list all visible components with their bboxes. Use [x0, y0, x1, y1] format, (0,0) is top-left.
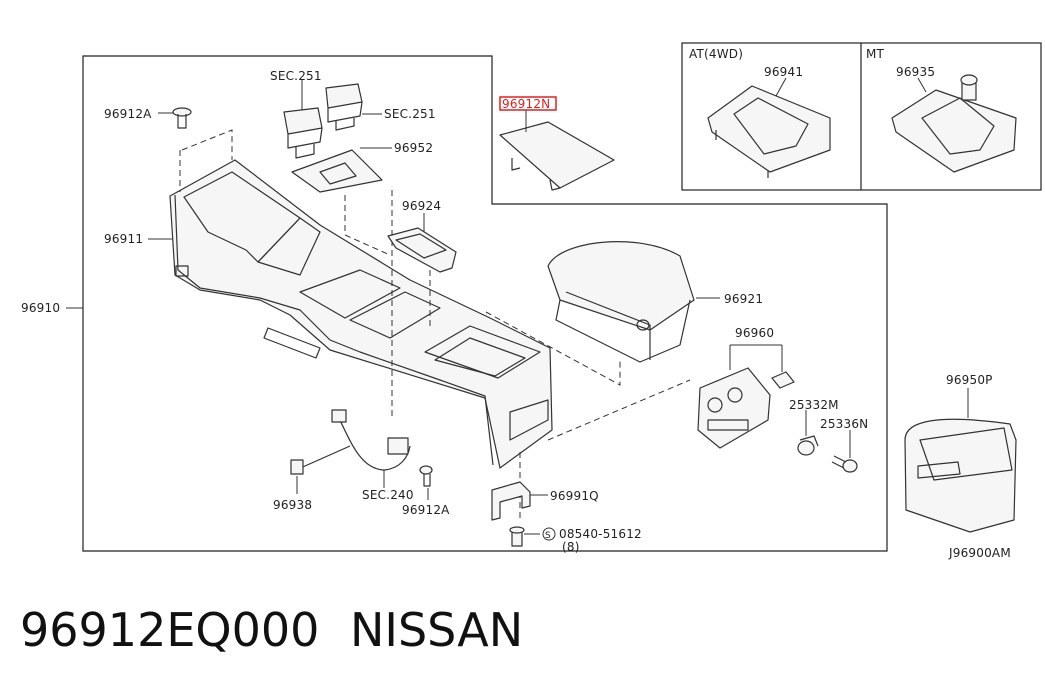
- label-96960: 96960: [735, 326, 774, 340]
- clip-96912A-top: [172, 107, 192, 129]
- lighter-25336N: [831, 455, 858, 473]
- console-body-96911: [169, 159, 553, 469]
- label-96941: 96941: [764, 65, 803, 79]
- tray-96924: [387, 227, 457, 273]
- socket-25332M: [797, 435, 819, 456]
- footer-part-number: 96912EQ000: [20, 603, 319, 657]
- footer-brand: NISSAN: [350, 603, 523, 657]
- label-96950P: 96950P: [946, 373, 993, 387]
- switch-right: [325, 83, 363, 131]
- screw-symbol-icon: [542, 527, 556, 541]
- label-sec240: SEC.240: [362, 488, 414, 502]
- label-25332M: 25332M: [789, 398, 839, 412]
- outlet-panel-96960: [697, 367, 795, 449]
- inset-title-mt: MT: [866, 47, 885, 61]
- switch-left: [283, 107, 323, 159]
- label-96935: 96935: [896, 65, 935, 79]
- label-96921: 96921: [724, 292, 763, 306]
- shifter-cover-96941: [707, 85, 831, 178]
- label-96910: 96910: [21, 301, 60, 315]
- label-08540: 08540-51612: [559, 527, 642, 541]
- label-96952: 96952: [394, 141, 433, 155]
- leader-lines: [66, 77, 969, 535]
- label-96912N: 96912N: [502, 97, 550, 111]
- label-96924: 96924: [402, 199, 441, 213]
- clip-96912A-bottom: [419, 465, 433, 487]
- screw-symbol-letter: S: [545, 531, 551, 541]
- wire-harness: [290, 409, 411, 475]
- label-25336N: 25336N: [820, 417, 868, 431]
- armrest-96921: [547, 241, 695, 363]
- label-sec251-right: SEC.251: [384, 107, 436, 121]
- switch-bezel-96952: [291, 149, 383, 193]
- inset-title-at: AT(4WD): [689, 47, 743, 61]
- bracket-96991Q: [491, 481, 531, 521]
- highlight-box: [499, 96, 557, 111]
- screw-08540: [509, 526, 525, 547]
- label-08540-qty: (8): [562, 540, 580, 554]
- console-cover-96950P: [904, 418, 1017, 533]
- lid-panel-96912N: [499, 121, 615, 191]
- label-96912A-bottom: 96912A: [402, 503, 450, 517]
- label-96911: 96911: [104, 232, 143, 246]
- label-96991Q: 96991Q: [550, 489, 599, 503]
- label-96938: 96938: [273, 498, 312, 512]
- diagram-code: J96900AM: [948, 546, 1011, 560]
- shift-boot-96935: [891, 74, 1017, 173]
- main-diagram-frame: [82, 55, 888, 552]
- label-sec251-left: SEC.251: [270, 69, 322, 83]
- label-96912A-top: 96912A: [104, 107, 152, 121]
